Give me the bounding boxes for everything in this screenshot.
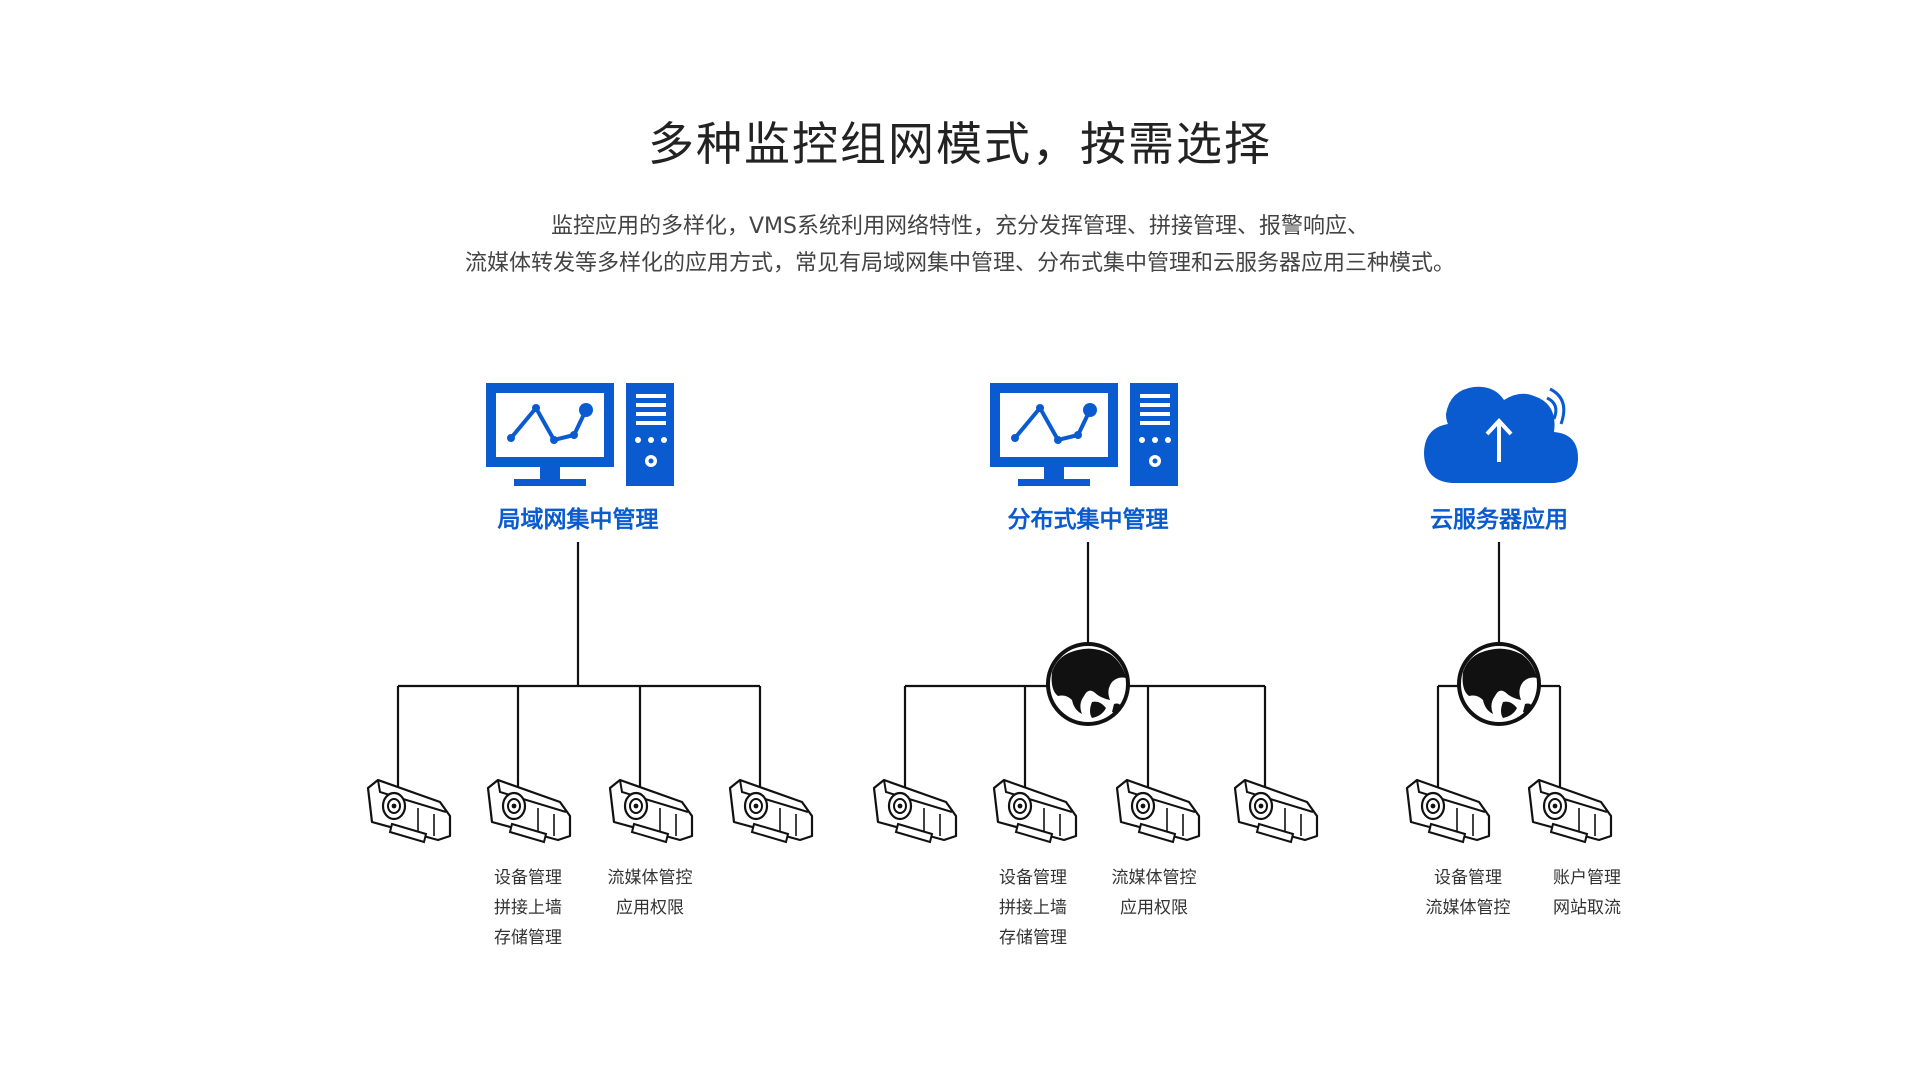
- caption-group: 账户管理 网站取流: [1522, 863, 1652, 923]
- mode-label-lan: 局域网集中管理: [497, 507, 659, 533]
- caption-text: 流媒体管控: [607, 868, 693, 888]
- description-line-2: 流媒体转发等多样化的应用方式，常见有局域网集中管理、分布式集中管理和云服务器应用…: [464, 251, 1455, 276]
- caption-text: 网站取流: [1553, 898, 1621, 918]
- globe-icon: [1457, 642, 1541, 726]
- caption-group: 设备管理 流媒体管控: [1403, 863, 1533, 923]
- camera-icon: [872, 778, 958, 844]
- camera-icon: [1527, 778, 1613, 844]
- computer-icon: [988, 381, 1180, 488]
- caption-text: 存储管理: [494, 928, 562, 948]
- computer-icon: [484, 381, 676, 488]
- cloud-upload-icon: [1424, 386, 1578, 483]
- caption-text: 设备管理: [1434, 868, 1502, 888]
- camera-icon: [1405, 778, 1491, 844]
- mode-lan: [366, 381, 814, 844]
- camera-icon: [366, 778, 452, 844]
- caption-text: 应用权限: [1120, 898, 1188, 918]
- caption-text: 存储管理: [999, 928, 1067, 948]
- camera-icon: [608, 778, 694, 844]
- camera-icon: [728, 778, 814, 844]
- caption-text: 流媒体管控: [1111, 868, 1197, 888]
- mode-label-cloud: 云服务器应用: [1430, 507, 1568, 533]
- caption-text: 拼接上墙: [494, 898, 562, 918]
- globe-icon: [1046, 642, 1130, 726]
- caption-text: 应用权限: [616, 898, 684, 918]
- caption-group: 设备管理 拼接上墙 存储管理: [968, 863, 1098, 953]
- camera-icon: [1233, 778, 1319, 844]
- caption-group: 流媒体管控 应用权限: [585, 863, 715, 923]
- caption-text: 设备管理: [494, 868, 562, 888]
- caption-group: 设备管理 拼接上墙 存储管理: [463, 863, 593, 953]
- caption-text: 账户管理: [1553, 868, 1621, 888]
- mode-distributed: [872, 381, 1319, 844]
- mode-label-distributed: 分布式集中管理: [1007, 507, 1169, 533]
- caption-group: 流媒体管控 应用权限: [1089, 863, 1219, 923]
- page-title: 多种监控组网模式，按需选择: [648, 117, 1272, 171]
- caption-text: 设备管理: [999, 868, 1067, 888]
- camera-icon: [1115, 778, 1201, 844]
- caption-text: 流媒体管控: [1425, 898, 1511, 918]
- camera-icon: [992, 778, 1078, 844]
- connector-lines: [396, 542, 762, 790]
- description-line-1: 监控应用的多样化，VMS系统利用网络特性，充分发挥管理、拼接管理、报警响应、: [551, 214, 1369, 239]
- camera-icon: [486, 778, 572, 844]
- caption-text: 拼接上墙: [999, 898, 1067, 918]
- mode-cloud: [1405, 386, 1613, 844]
